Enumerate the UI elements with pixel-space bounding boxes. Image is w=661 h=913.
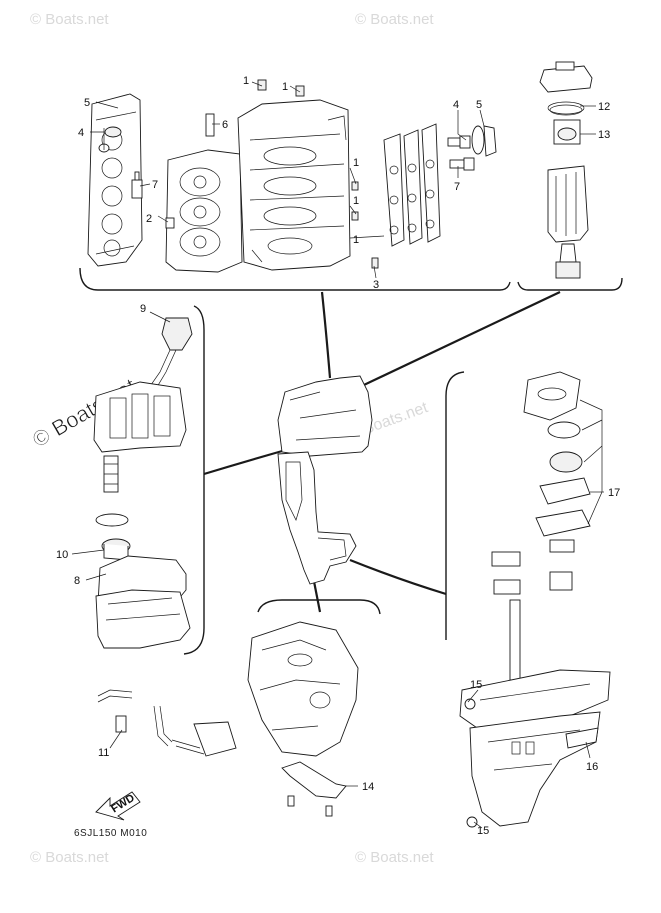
watermark-bottom-left: © Boats.net: [30, 849, 109, 866]
bottom-cowling-group: [247, 621, 359, 817]
callout-7-left: 7: [152, 179, 158, 191]
section-frames: [79, 267, 623, 655]
callout-16: 16: [586, 761, 598, 773]
watermark-top-left: © Boats.net: [30, 11, 109, 28]
callout-14: 14: [362, 781, 374, 793]
callout-5-right: 5: [476, 99, 482, 111]
leader-lines: [71, 81, 604, 829]
fwd-arrow: FWD: [95, 791, 141, 821]
callout-12: 12: [598, 101, 610, 113]
callout-8: 8: [74, 575, 80, 587]
hose-group: [97, 689, 237, 757]
callout-1-d: 1: [353, 195, 359, 207]
callout-1-a: 1: [243, 75, 249, 87]
callout-15-top: 15: [470, 679, 482, 691]
diagram-code: 6SJL150 M010: [74, 828, 147, 839]
callouts: 5 4 7 2 6 1 1 1 1 1 3 4 5 7 12 13 9 10 8…: [56, 75, 620, 837]
vapor-separator-group: [93, 317, 193, 649]
callout-1-e: 1: [353, 234, 359, 246]
callout-2: 2: [146, 213, 152, 225]
callout-1-c: 1: [353, 157, 359, 169]
callout-6: 6: [222, 119, 228, 131]
callout-13: 13: [598, 129, 610, 141]
water-pump-gearcase-group: [459, 371, 611, 828]
callout-11: 11: [98, 747, 109, 759]
powerhead-parts-group: [87, 79, 497, 273]
callout-9: 9: [140, 303, 146, 315]
callout-4-left: 4: [78, 127, 84, 139]
callout-10: 10: [56, 549, 68, 561]
callout-4-right: 4: [453, 99, 459, 111]
fuel-filter-group: [539, 61, 593, 279]
callout-3: 3: [373, 279, 379, 291]
callout-7-right: 7: [454, 181, 460, 193]
callout-17: 17: [608, 487, 620, 499]
watermark-top-right: © Boats.net: [355, 11, 434, 28]
callout-15-bottom: 15: [477, 825, 489, 837]
callout-5-left: 5: [84, 97, 90, 109]
watermark-bottom-right: © Boats.net: [355, 849, 434, 866]
callout-1-b: 1: [282, 81, 288, 93]
outboard-silhouette: [277, 375, 373, 585]
